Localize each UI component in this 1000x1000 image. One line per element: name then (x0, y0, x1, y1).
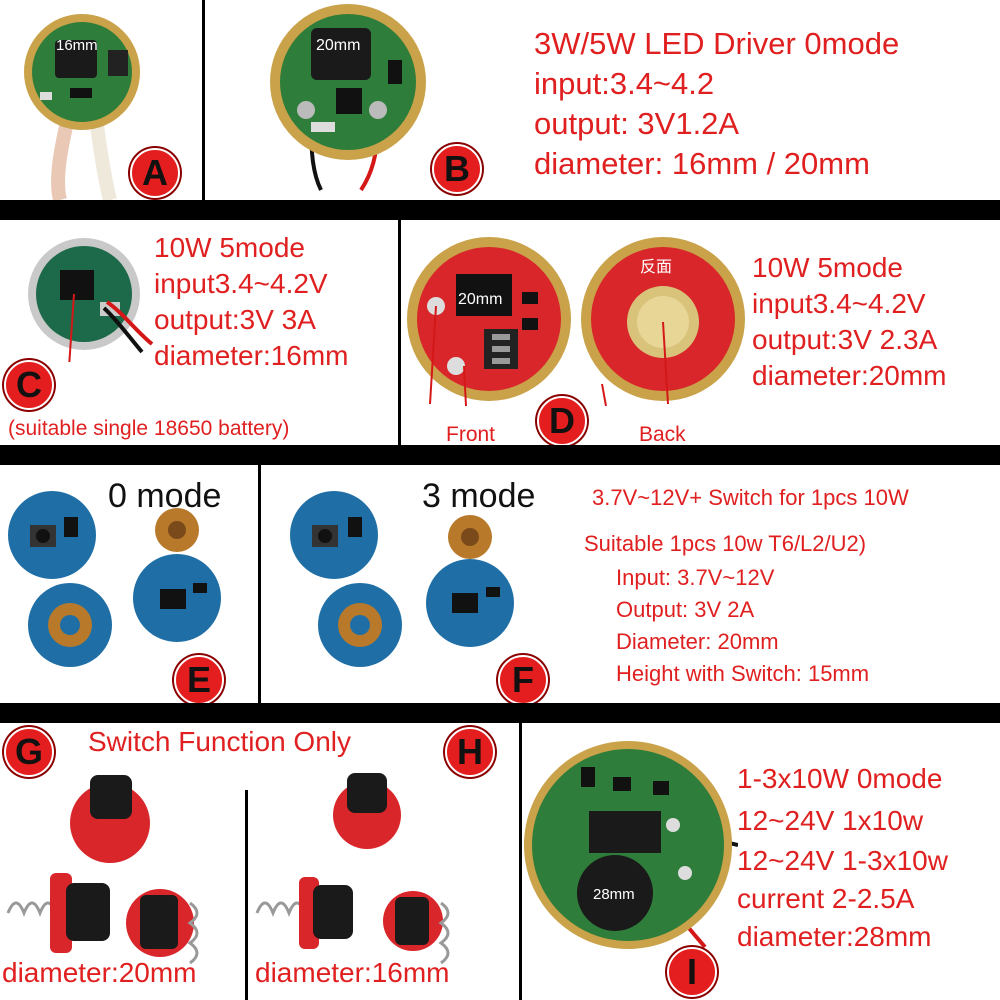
divider (202, 0, 205, 200)
driver-board-e-photo (8, 491, 221, 667)
divider (258, 465, 261, 703)
driver-board-c-photo (28, 238, 154, 362)
front-label: Front (446, 423, 496, 446)
panel-c: 10W 5mode input3.4~4.2V output:3V 3A dia… (0, 220, 400, 445)
spec-ab-input: input:3.4~4.2 (534, 66, 715, 101)
board-i-size-label: 28mm (593, 886, 635, 903)
badge-b: B (432, 144, 482, 194)
badge-f: F (498, 655, 548, 705)
divider (519, 723, 522, 1000)
panel-i-line3: 12~24V 1-3x10w (737, 845, 948, 876)
panel-c-title: 10W 5mode (154, 232, 305, 263)
driver-board-d-front-photo: 20mm (407, 237, 571, 407)
spec-ab-title: 3W/5W LED Driver 0mode (534, 26, 900, 61)
panel-b: 20mm B (206, 0, 506, 200)
panel-i: 28mm I 1-3x10W 0mode 12~24V 1x10w 12~24V… (523, 723, 1000, 1000)
driver-board-i-photo: 28mm (524, 741, 738, 949)
panel-d: 20mm 反面 Front D Back 10W 5mode input3.4~… (402, 220, 1000, 446)
panel-f-mode-label: 3 mode (422, 477, 536, 515)
badge-a: A (130, 148, 180, 198)
panel-c-input: input3.4~4.2V (154, 268, 328, 299)
panel-e-mode-label: 0 mode (108, 477, 222, 515)
badge-e: E (174, 655, 224, 705)
separator-bar (0, 200, 1000, 220)
badge-h: H (445, 727, 495, 777)
panel-e: 0 mode E (0, 465, 258, 705)
panel-f-input: Input: 3.7V~12V (616, 565, 775, 590)
driver-board-b-photo: 20mm (270, 4, 426, 192)
board-d-back-label: 反面 (640, 258, 672, 276)
board-d-size-label: 20mm (458, 291, 502, 308)
badge-c: C (4, 360, 54, 410)
switch-function-label: Switch Function Only (88, 726, 351, 757)
panel-i-line1: 1-3x10W 0mode (737, 763, 943, 794)
panel-i-line2: 12~24V 1x10w (737, 805, 924, 836)
badge-d: D (537, 396, 587, 446)
panel-c-diameter: diameter:16mm (154, 340, 349, 371)
panel-d-input: input3.4~4.2V (752, 288, 926, 319)
panel-d-title: 10W 5mode (752, 252, 903, 283)
divider (245, 790, 248, 1000)
badge-i: I (667, 947, 717, 997)
driver-board-d-back-photo: 反面 (581, 237, 745, 407)
panel-a: 16mm A (0, 0, 200, 200)
badge-g: G (4, 727, 54, 777)
panel-g: G diameter:20mm (0, 723, 245, 1000)
panel-d-diameter: diameter:20mm (752, 360, 947, 391)
switch-board-h-photo (255, 773, 450, 965)
back-label: Back (639, 423, 686, 446)
divider (398, 220, 401, 445)
panel-f-height: Height with Switch: 15mm (616, 661, 870, 686)
switch-board-g-photo (6, 775, 199, 965)
panel-d-output: output:3V 2.3A (752, 324, 938, 355)
panel-f-output: Output: 3V 2A (616, 597, 755, 622)
panel-i-line5: diameter:28mm (737, 921, 932, 952)
spec-ab-output: output: 3V1.2A (534, 106, 740, 141)
panel-h-diameter: diameter:16mm (255, 957, 450, 988)
panel-g-diameter: diameter:20mm (2, 957, 197, 988)
driver-board-f-photo (290, 491, 514, 667)
panel-f-diameter: Diameter: 20mm (616, 629, 779, 654)
separator-bar (0, 703, 1000, 723)
spec-ab-diameter: diameter: 16mm / 20mm (534, 146, 870, 181)
driver-board-a-photo: 16mm (24, 14, 140, 200)
panel-f-line2: Suitable 1pcs 10w T6/L2/U2) (584, 531, 867, 556)
board-a-size-label: 16mm (56, 37, 98, 54)
panel-f-line1: 3.7V~12V+ Switch for 1pcs 10W (592, 485, 909, 510)
panel-c-note: (suitable single 18650 battery) (8, 417, 290, 440)
separator-bar (0, 445, 1000, 465)
panel-h: H diameter:16mm (249, 723, 519, 1000)
panel-f: 3 mode F 3.7V~12V+ Switch for 1pcs 10W S… (262, 465, 1000, 705)
panel-i-line4: current 2-2.5A (737, 883, 915, 914)
board-b-size-label: 20mm (316, 37, 360, 54)
panel-c-output: output:3V 3A (154, 304, 316, 335)
